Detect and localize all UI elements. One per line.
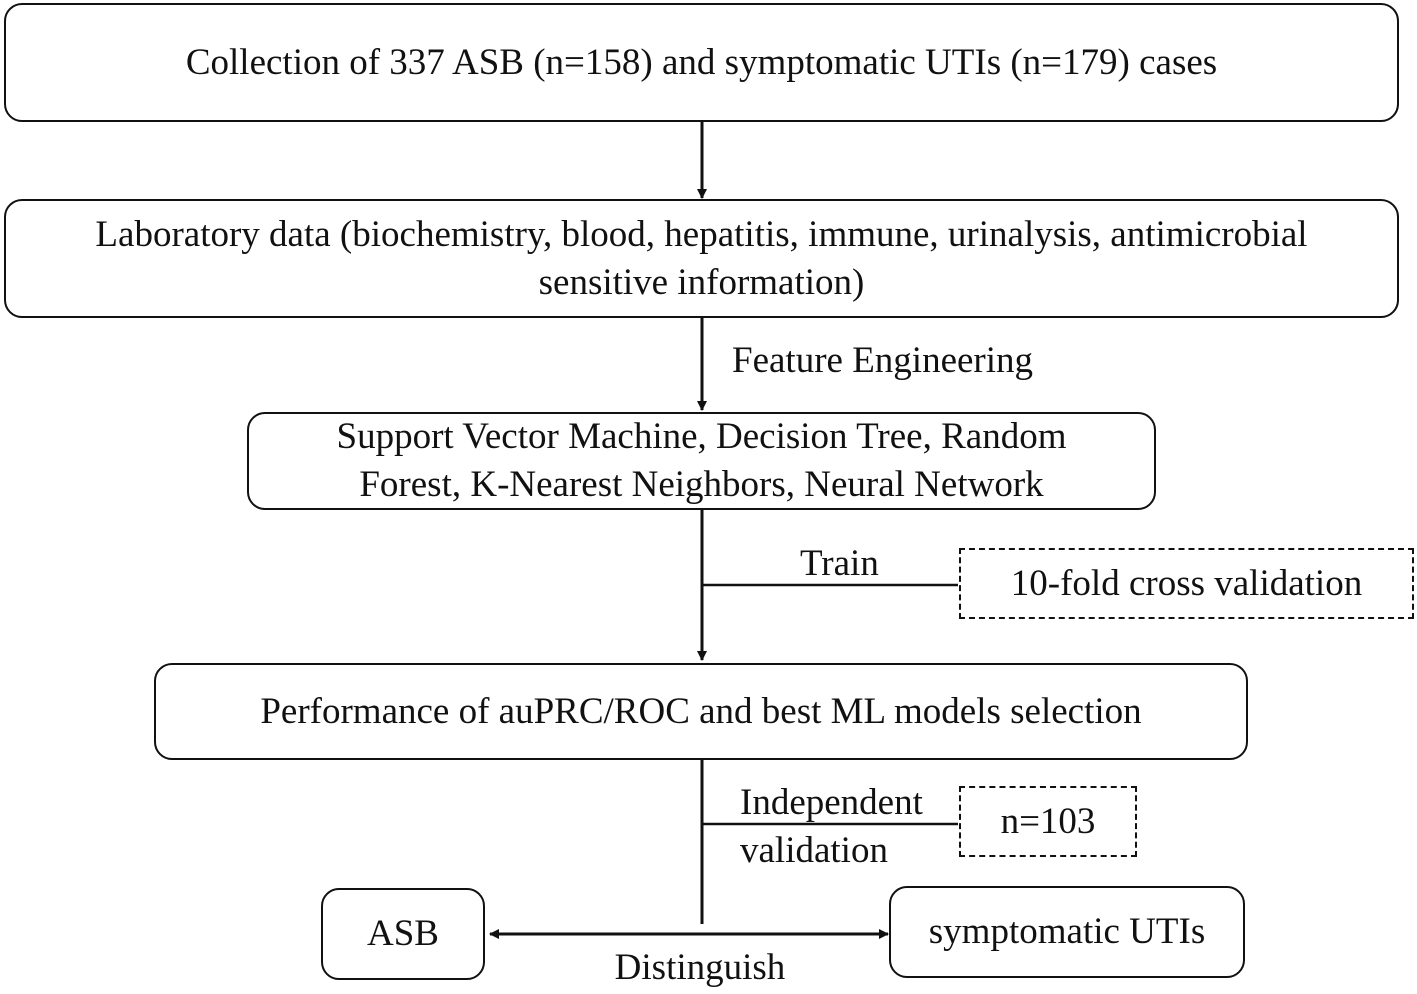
feature-engineering-label: Feature Engineering (732, 340, 1034, 381)
cross-validation-box: 10-fold cross validation (959, 548, 1414, 619)
performance-box: Performance of auPRC/ROC and best ML mod… (154, 663, 1248, 760)
cross-validation-label: 10-fold cross validation (1010, 562, 1363, 604)
train-label: Train (800, 543, 879, 584)
models-box: Support Vector Machine, Decision Tree, R… (247, 412, 1156, 510)
symptomatic-utis-label: symptomatic UTIs (928, 911, 1206, 952)
distinguish-label: Distinguish (614, 947, 786, 988)
symptomatic-utis-box: symptomatic UTIs (889, 886, 1245, 978)
performance-label: Performance of auPRC/ROC and best ML mod… (260, 690, 1142, 732)
n-validation-box: n=103 (959, 786, 1137, 857)
independent-validation-label-line2: validation (740, 830, 888, 871)
collection-label: Collection of 337 ASB (n=158) and sympto… (185, 41, 1218, 83)
laboratory-box: Laboratory data (biochemistry, blood, he… (4, 199, 1399, 318)
collection-box: Collection of 337 ASB (n=158) and sympto… (4, 3, 1399, 122)
models-label-line1: Support Vector Machine, Decision Tree, R… (336, 416, 1067, 457)
laboratory-label-line1: Laboratory data (biochemistry, blood, he… (95, 213, 1308, 255)
laboratory-label-line2: sensitive information) (538, 261, 865, 303)
asb-label: ASB (367, 913, 439, 954)
independent-validation-label-line1: Independent (740, 782, 923, 823)
asb-box: ASB (321, 888, 485, 980)
models-label-line2: Forest, K-Nearest Neighbors, Neural Netw… (359, 464, 1044, 505)
n-validation-label: n=103 (1000, 800, 1096, 842)
